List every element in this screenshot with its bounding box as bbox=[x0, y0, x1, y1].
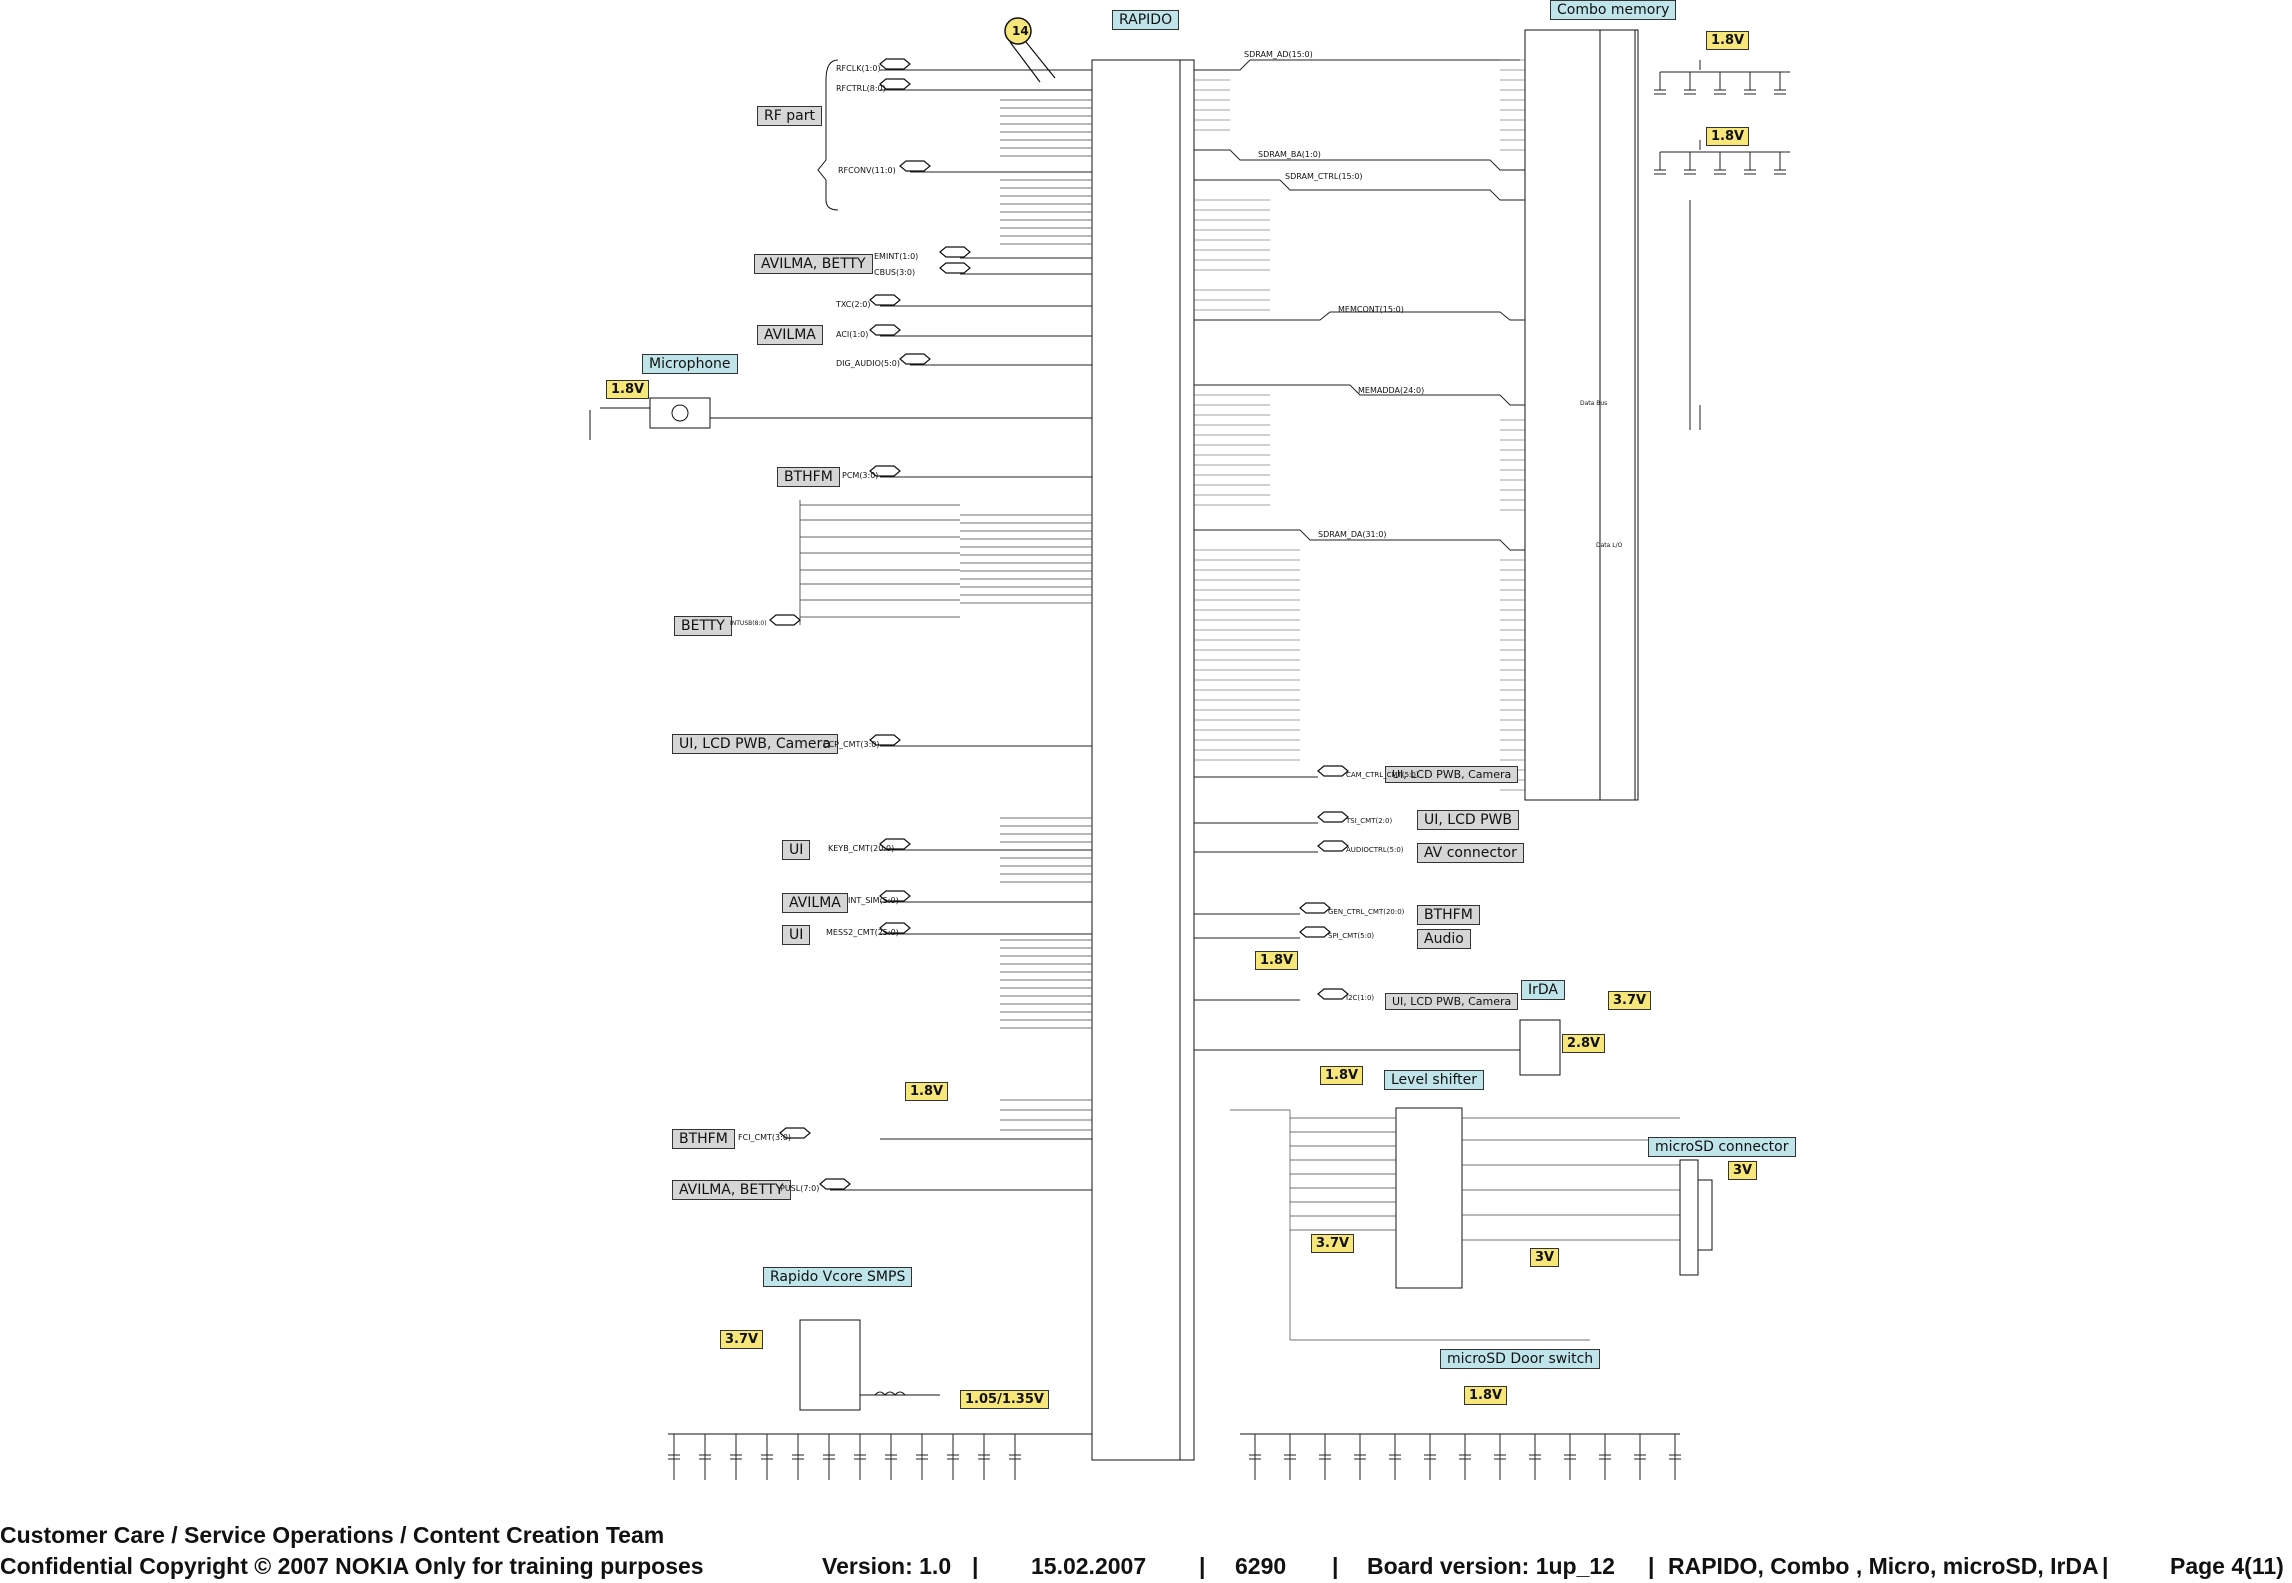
interface-ui-lcd-pwb-camera-r2: UI, LCD PWB, Camera bbox=[1385, 993, 1519, 1010]
signal-mess2-cmt: MESS2_CMT(25:0) bbox=[826, 928, 899, 937]
signal-cam-ctrl: CAM_CTRL_CMT(5:0) bbox=[1346, 771, 1419, 779]
footer-line-1: Customer Care / Service Operations / Con… bbox=[0, 1522, 665, 1548]
interface-bthfm-1: BTHFM bbox=[777, 467, 840, 487]
microphone-body bbox=[649, 397, 711, 429]
rapido-chip-body bbox=[1091, 59, 1181, 1461]
interface-rf-part: RF part bbox=[757, 106, 822, 126]
signal-memadda: MEMADDA(24:0) bbox=[1358, 386, 1425, 395]
interface-avilma-1: AVILMA bbox=[757, 325, 823, 345]
voltage-fci: 1.8V bbox=[905, 1082, 949, 1101]
signal-gen-ctrl: GEN_CTRL_CMT(20:0) bbox=[1328, 908, 1405, 916]
interface-av-connector: AV connector bbox=[1417, 843, 1524, 863]
smps-chip-body bbox=[799, 1319, 861, 1411]
footer-separator: | bbox=[1332, 1553, 1339, 1579]
rapido-vcore-smps-title: Rapido Vcore SMPS bbox=[763, 1267, 913, 1287]
voltage-ls-2: 3V bbox=[1530, 1248, 1560, 1267]
footer-board: Board version: 1up_12 bbox=[1367, 1553, 1615, 1579]
signal-i2c: I2C(1:0) bbox=[1346, 994, 1375, 1002]
signal-cbus: CBUS(3:0) bbox=[874, 268, 916, 277]
footer-version: Version: 1.0 bbox=[822, 1553, 952, 1579]
signal-sdram-ba: SDRAM_BA(1:0) bbox=[1258, 150, 1321, 159]
signal-memcont: MEMCONT(15:0) bbox=[1338, 305, 1404, 314]
interface-avilma-betty-2: AVILMA, BETTY bbox=[672, 1180, 791, 1200]
voltage-irda-1: 3.7V bbox=[1608, 991, 1652, 1010]
interface-avilma-betty-1: AVILMA, BETTY bbox=[754, 254, 873, 274]
interface-avilma-2: AVILMA bbox=[782, 893, 848, 913]
level-shifter-chip-body bbox=[1395, 1107, 1463, 1289]
voltage-door: 1.8V bbox=[1464, 1386, 1508, 1405]
voltage-ls-1: 3.7V bbox=[1311, 1234, 1355, 1253]
signal-acl: ACI(1:0) bbox=[836, 330, 869, 339]
signal-pcm: PCM(3:0) bbox=[842, 471, 879, 480]
microsd-connector-body bbox=[1679, 1159, 1699, 1276]
combo-memory-chip-body bbox=[1524, 29, 1636, 801]
voltage-mic: 1.8V bbox=[606, 380, 650, 399]
footer-separator: | bbox=[2102, 1553, 2109, 1579]
footer-separator: | bbox=[972, 1553, 979, 1579]
signal-keyb-cmt: KEYB_CMT(20:0) bbox=[828, 844, 895, 853]
signal-dig-audio: DIG_AUDIO(5:0) bbox=[836, 359, 900, 368]
voltage-core: 1.05/1.35V bbox=[960, 1390, 1049, 1409]
interface-ui-2: UI bbox=[782, 925, 811, 945]
irda-title: IrDA bbox=[1521, 980, 1565, 1000]
signal-spi-cmt: SPI_CMT(5:0) bbox=[1328, 932, 1375, 940]
signal-intusb: INTUSB(8:0) bbox=[730, 620, 767, 627]
signal-rfconv: RFCONV(11:0) bbox=[838, 166, 896, 175]
signal-emint: EMINT(1:0) bbox=[874, 252, 919, 261]
interface-ui-lcd-pwb: UI, LCD PWB bbox=[1417, 810, 1519, 830]
signal-audioctrl: AUDIOCTRL(5:0) bbox=[1346, 846, 1404, 854]
voltage-mid-1: 1.8V bbox=[1255, 951, 1299, 970]
signal-ccp-cmt: CCP_CMT(3:0) bbox=[823, 740, 880, 749]
footer-date: 15.02.2007 bbox=[1031, 1553, 1147, 1579]
callout-number: 14 bbox=[1012, 24, 1029, 38]
rapido-title: RAPIDO bbox=[1112, 10, 1180, 30]
interface-ui-lcd-pwb-camera-r1: UI, LCD PWB, Camera bbox=[1385, 766, 1519, 783]
signal-rfclk: RFCLK(1:0) bbox=[836, 64, 881, 73]
footer-line-2: Confidential Copyright © 2007 NOKIA Only… bbox=[0, 1553, 704, 1579]
signal-fci-cmt: FCI_CMT(3:0) bbox=[738, 1133, 792, 1142]
footer-model: 6290 bbox=[1235, 1553, 1287, 1579]
signal-data-bus: Data Bus bbox=[1580, 400, 1608, 407]
signal-txc: TXC(2:0) bbox=[836, 300, 871, 309]
microsd-connector-title: microSD connector bbox=[1648, 1137, 1796, 1157]
microsd-door-switch-title: microSD Door switch bbox=[1440, 1349, 1601, 1369]
signal-data-lo: Data L/O bbox=[1596, 542, 1623, 549]
interface-betty: BETTY bbox=[674, 616, 732, 636]
voltage-mem-2: 1.8V bbox=[1706, 127, 1750, 146]
footer-separator: | bbox=[1648, 1553, 1655, 1579]
interface-ui-1: UI bbox=[782, 840, 811, 860]
signal-pusl: PUSL(7:0) bbox=[780, 1184, 820, 1193]
signal-tsi-cmt: TSI_CMT(2:0) bbox=[1346, 817, 1393, 825]
voltage-sd: 3V bbox=[1728, 1161, 1758, 1180]
voltage-smps: 3.7V bbox=[720, 1330, 764, 1349]
voltage-mid-2: 1.8V bbox=[1320, 1066, 1364, 1085]
interface-audio: Audio bbox=[1417, 929, 1471, 949]
signal-rfctrl: RFCTRL(8:0) bbox=[836, 84, 886, 93]
signal-sdram-ad: SDRAM_AD(15:0) bbox=[1244, 50, 1313, 59]
irda-chip-body bbox=[1519, 1019, 1561, 1076]
signal-sdram-ctrl: SDRAM_CTRL(15:0) bbox=[1285, 172, 1363, 181]
voltage-irda-2: 2.8V bbox=[1562, 1034, 1606, 1053]
footer-section: RAPIDO, Combo , Micro, microSD, IrDA bbox=[1668, 1553, 2099, 1579]
interface-ui-lcd-pwb-camera-left: UI, LCD PWB, Camera bbox=[672, 734, 838, 754]
voltage-mem-1: 1.8V bbox=[1706, 31, 1750, 50]
footer-page: Page 4(11) bbox=[2170, 1553, 2284, 1579]
combo-memory-title: Combo memory bbox=[1550, 0, 1677, 20]
callout-circle bbox=[1004, 17, 1032, 45]
interface-bthfm-2: BTHFM bbox=[672, 1129, 735, 1149]
signal-int-sim: INT_SIM(5:0) bbox=[848, 896, 899, 905]
signal-sdram-da: SDRAM_DA(31:0) bbox=[1318, 530, 1387, 539]
level-shifter-title: Level shifter bbox=[1384, 1070, 1485, 1090]
footer-separator: | bbox=[1199, 1553, 1206, 1579]
interface-bthfm-r: BTHFM bbox=[1417, 905, 1480, 925]
microphone-title: Microphone bbox=[642, 354, 738, 374]
